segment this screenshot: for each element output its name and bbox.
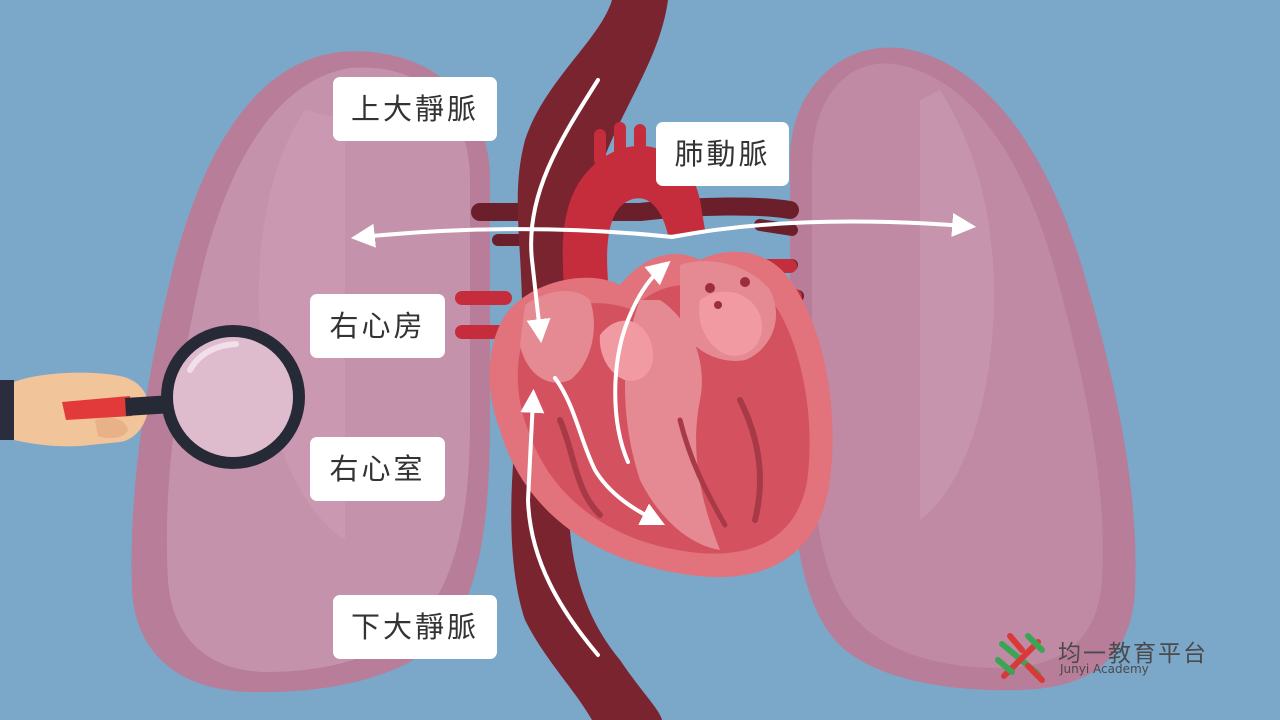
junyi-logo-icon [995,633,1045,683]
vena-cava [511,0,668,720]
right-lung [790,47,1136,691]
arrow-to-right-lung [670,213,977,239]
flow-arrows [350,78,977,657]
arrow-ivc-up [520,388,600,657]
logo-name: 均一教育平台 [1058,641,1208,667]
magnifying-glass-icon [62,325,305,469]
label-pulmonary-artery: 肺動脈 [656,122,789,186]
arrow-to-left-lung [350,223,674,248]
label-inferior-vena-cava: 下大靜脈 [333,595,497,659]
label-superior-vena-cava: 上大靜脈 [333,77,497,141]
arrow-rv-up [613,260,671,464]
logo-subtitle: Junyi Academy [1060,662,1149,676]
label-right-atrium: 右心房 [310,294,445,358]
heart [489,251,833,578]
arrow-ra-to-rv [553,376,666,526]
arrow-svc-down [526,78,600,344]
label-right-ventricle: 右心室 [310,437,445,501]
junyi-logo: 均一教育平台 Junyi Academy [992,630,1232,686]
